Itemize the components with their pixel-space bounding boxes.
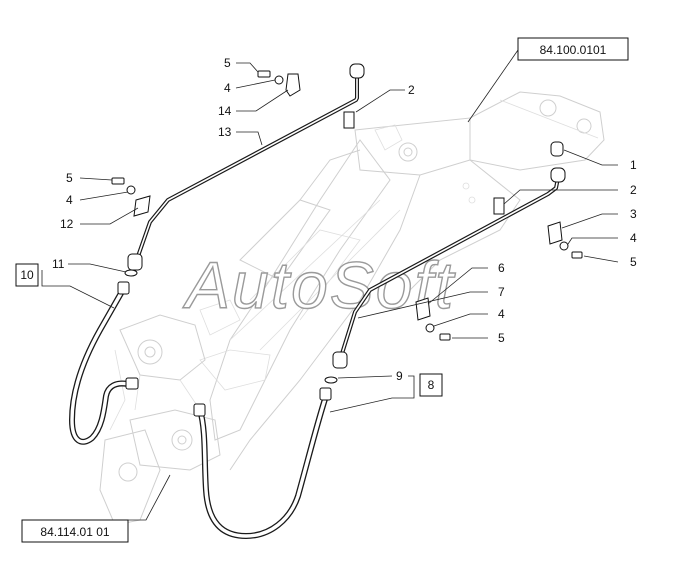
clamp-icon: [285, 73, 301, 97]
callout-box-8[interactable]: 8: [419, 373, 443, 397]
callout-10: 10: [20, 268, 34, 282]
o-ring-icon: [124, 269, 138, 277]
pipe-13-end-fitting: [349, 63, 365, 79]
callout-12: 12: [60, 217, 74, 231]
ref-box-boom[interactable]: 84.100.0101: [517, 37, 629, 61]
bolt-icon: [439, 333, 451, 341]
bolt-icon: [257, 70, 271, 78]
washer-icon: [559, 241, 569, 251]
bolt-icon: [111, 177, 125, 185]
connector-icon: [550, 141, 564, 157]
hose-10: [69, 281, 139, 445]
ref-boom-label: 84.100.0101: [540, 43, 607, 57]
pipe-7-lower-fitting: [332, 351, 348, 369]
clamp-icon: [547, 221, 563, 245]
callout-box-10[interactable]: 10: [15, 263, 39, 287]
callout-labels: 5 4 14 13 2 5 4 12 11 1 2 3 4 5 6 7 4 5 …: [52, 56, 637, 383]
seal-icon: [493, 197, 505, 215]
callout-4: 4: [66, 193, 73, 207]
callout-6: 6: [498, 261, 505, 275]
hose-8: [193, 387, 332, 539]
leader-lines: [41, 49, 619, 521]
callout-9: 9: [396, 369, 403, 383]
clamp-icon: [415, 297, 431, 321]
hose-10-lower-end: [125, 377, 139, 390]
hose-8-upper-end: [319, 387, 332, 401]
clamp-icon: [133, 195, 151, 217]
callout-7: 7: [498, 285, 505, 299]
ref-box-frame[interactable]: 84.114.01 01: [21, 519, 129, 543]
callout-1: 1: [630, 158, 637, 172]
callout-2: 2: [408, 83, 415, 97]
callout-3: 3: [630, 207, 637, 221]
pipe-13-lower-fitting: [127, 253, 143, 271]
boom-arm-ghost: [199, 91, 605, 471]
pipe-13: [127, 63, 365, 271]
pipe-7: [332, 167, 566, 369]
callout-5: 5: [630, 255, 637, 269]
watermark-text: AutoSoft: [182, 248, 456, 322]
callout-5: 5: [66, 171, 73, 185]
hardware: [111, 70, 583, 384]
callout-4: 4: [224, 81, 231, 95]
callout-4: 4: [630, 231, 637, 245]
washer-icon: [274, 75, 284, 85]
bolt-icon: [571, 251, 583, 259]
o-ring-icon: [324, 376, 338, 384]
callout-11: 11: [52, 257, 65, 271]
callout-5: 5: [224, 56, 231, 70]
washer-icon: [425, 323, 435, 333]
hose-10-upper-end: [117, 281, 130, 295]
callout-4: 4: [498, 307, 505, 321]
hose-8-lower-end: [193, 403, 206, 417]
washer-icon: [126, 185, 136, 195]
callout-2: 2: [630, 183, 637, 197]
seal-icon: [343, 111, 355, 129]
callout-8: 8: [428, 378, 435, 392]
pipe-7-end-fitting: [550, 167, 566, 183]
callout-14: 14: [218, 104, 232, 118]
callout-13: 13: [218, 125, 232, 139]
callout-5: 5: [498, 331, 505, 345]
ref-frame-label: 84.114.01 01: [40, 525, 110, 539]
